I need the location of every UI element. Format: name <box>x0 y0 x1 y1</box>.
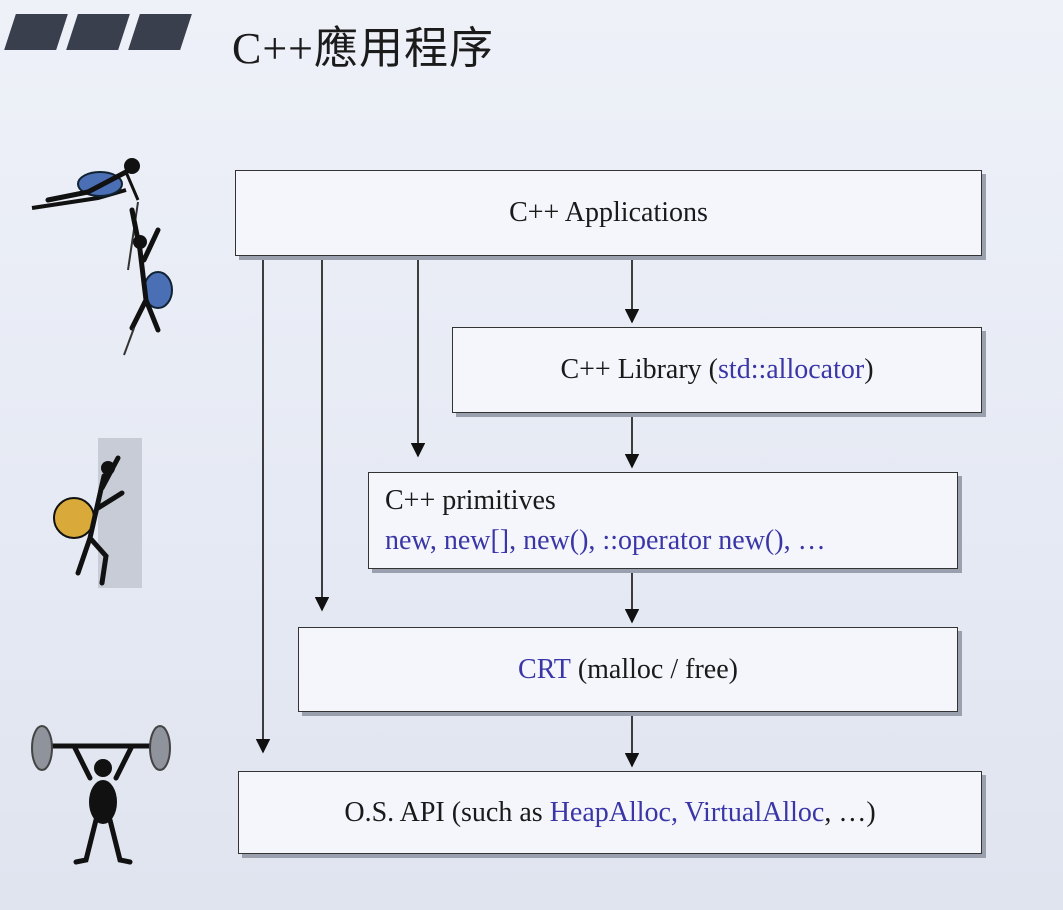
applications-box: C++ Applications <box>235 170 982 256</box>
primitives-list: new, new[], new(), ::operator new(), … <box>385 525 826 556</box>
climbers-icon <box>31 158 173 356</box>
os-label-prefix: O.S. API (such as <box>344 796 550 828</box>
crt-box: CRT (malloc / free) <box>298 627 958 712</box>
applications-label: C++ Applications <box>509 197 708 228</box>
weightlifter-icon <box>31 725 171 865</box>
crt-label-suffix: (malloc / free) <box>570 653 738 685</box>
primitives-title: C++ primitives <box>385 485 556 516</box>
primitives-box: C++ primitives new, new[], new(), ::oper… <box>368 472 958 569</box>
page-title: C++應用程序 <box>232 24 494 73</box>
library-box: C++ Library (std::allocator) <box>452 327 982 413</box>
crt-label-highlight: CRT <box>518 653 571 685</box>
library-label-suffix: ) <box>864 354 874 385</box>
os-label-highlight: HeapAlloc, VirtualAlloc <box>549 796 825 828</box>
wall-climber-icon <box>53 438 142 588</box>
library-label-prefix: C++ Library ( <box>560 354 719 385</box>
title-bar: C++應用程序 <box>0 0 1063 90</box>
library-label-highlight: std::allocator <box>718 354 865 385</box>
os-api-box: O.S. API (such as HeapAlloc, VirtualAllo… <box>238 771 982 854</box>
os-label-suffix: , …) <box>824 796 876 828</box>
